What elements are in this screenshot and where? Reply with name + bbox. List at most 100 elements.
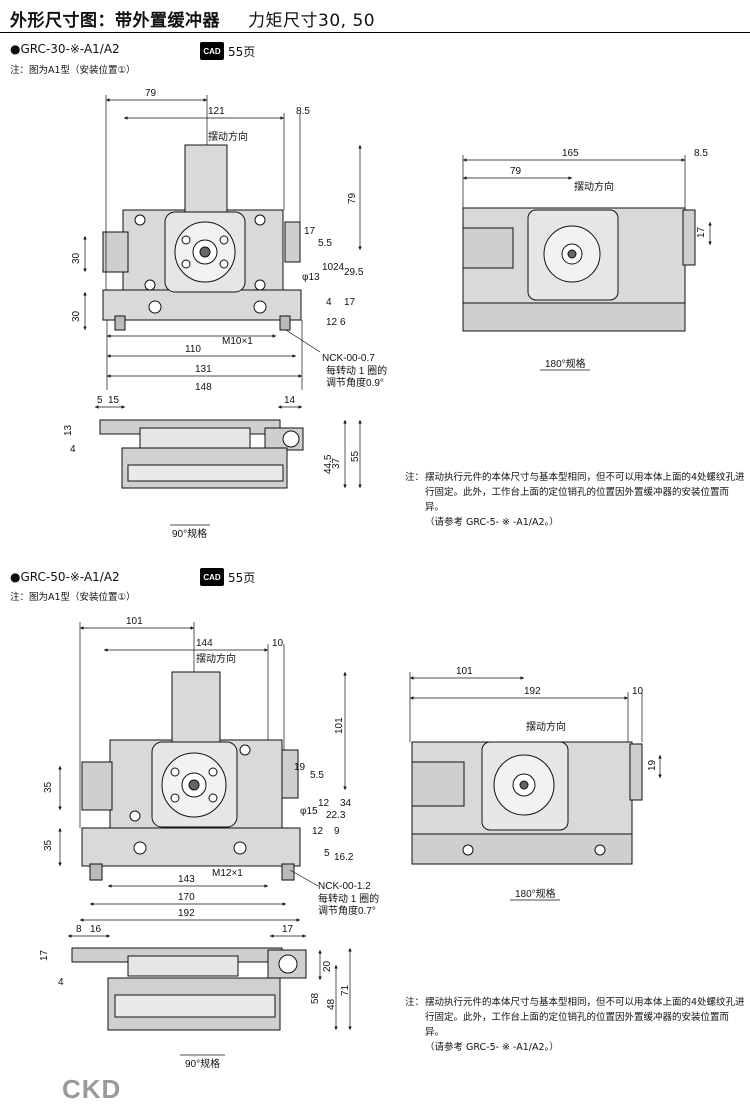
note-text: 摆动执行元件的本体尺寸与基本型相同，但不可以用本体上面的4处螺纹孔进行固定。此外… [425, 472, 745, 513]
side-view-50 [71, 947, 307, 1031]
cad-link-50[interactable]: CAD 55页 [200, 568, 255, 586]
side-view-50-labels: 8 16 17 17 4 20 58 48 71 90°规格 [39, 924, 351, 1070]
dim-label: 19 [294, 762, 306, 773]
dim-label: 110 [185, 344, 201, 355]
swing-label: 摆动方向 [526, 720, 566, 733]
dim-label: 17 [282, 924, 294, 935]
note-paragraph-30: 注： 摆动执行元件的本体尺寸与基本型相同，但不可以用本体上面的4处螺纹孔进行固定… [405, 470, 745, 530]
dim-label: 17 [344, 297, 356, 308]
dim-label: M12×1 [212, 868, 243, 879]
dim-label: 101 [126, 616, 143, 627]
dim-label: M10×1 [222, 336, 253, 347]
dim-label: 17 [39, 949, 50, 961]
dim-label: 101 [456, 666, 473, 677]
right-view-30 [462, 207, 696, 332]
right-view-50-labels: 101 192 10 19 摆动方向 180°规格 [456, 666, 658, 900]
dim-label: 58 [310, 992, 321, 1004]
cad-icon: CAD [200, 42, 224, 60]
dim-label: 4 [326, 297, 332, 308]
per-turn-label: 每转动 1 圈的 [318, 892, 379, 905]
dim-label: 13 [63, 424, 74, 436]
front-view-50-dims [58, 622, 347, 922]
dim-label: 55 [350, 450, 361, 462]
front-view-30-dims [83, 95, 362, 390]
swing-label: 摆动方向 [208, 130, 248, 143]
model-label-30: ●GRC-30-※-A1/A2 [10, 42, 120, 56]
dim-label: 22.3 [326, 810, 346, 821]
per-turn-label: 每转动 1 圈的 [326, 364, 387, 377]
side-view-30 [99, 419, 304, 489]
note-paragraph-50: 注： 摆动执行元件的本体尺寸与基本型相同，但不可以用本体上面的4处螺纹孔进行固定… [405, 995, 745, 1055]
dim-label: 17 [696, 226, 707, 238]
dim-label: 12 [326, 317, 338, 328]
dim-label: 19 [647, 759, 658, 771]
dim-label: 16 [90, 924, 102, 935]
right-view-30-dims [462, 155, 712, 371]
swing-label: 摆动方向 [574, 180, 614, 193]
right-view-50-dims [409, 672, 662, 901]
dim-label: 5 [324, 848, 330, 859]
dim-label: 10 [632, 686, 644, 697]
dim-label: 4 [58, 977, 64, 988]
dim-label: 192 [524, 686, 541, 697]
side-view-50-dims [68, 934, 352, 1056]
dim-label: 12 [312, 826, 324, 837]
dim-label: 35 [43, 781, 54, 793]
page-subtitle: 力矩尺寸30, 50 [248, 11, 376, 31]
model-label-50: ●GRC-50-※-A1/A2 [10, 570, 120, 584]
side-view-30-labels: 5 15 14 13 4 44.5 37 55 90°规格 [63, 395, 361, 540]
dim-label: 29.5 [344, 267, 364, 278]
header-rule [0, 32, 750, 33]
nck-label: NCK-00-1.2 [318, 881, 371, 892]
front-view-30 [102, 144, 302, 331]
dim-label: 8.5 [694, 148, 708, 159]
note-ref: （请参考 GRC-5- ※ -A1/A2。） [425, 517, 559, 528]
dim-label: 4 [70, 444, 76, 455]
dim-label: 143 [178, 874, 195, 885]
dim-label: 44.5 [323, 454, 334, 474]
label-180: 180°规格 [545, 357, 586, 370]
cad-link-30[interactable]: CAD 55页 [200, 42, 255, 60]
dim-label: 10 [272, 638, 284, 649]
dim-label: 79 [510, 166, 522, 177]
dim-label: 5.5 [310, 770, 324, 781]
side-view-30-dims [95, 405, 362, 526]
dim-label: φ13 [302, 272, 320, 283]
note-ref: （请参考 GRC-5- ※ -A1/A2。） [425, 1042, 559, 1053]
label-180: 180°规格 [515, 887, 556, 900]
dim-label: 12 [318, 798, 330, 809]
page-title: 外形尺寸图：带外置缓冲器 [10, 11, 220, 31]
nck-label: NCK-00-0.7 [322, 353, 375, 364]
dim-label: 37 [331, 457, 342, 469]
cad-icon: CAD [200, 568, 224, 586]
dim-label: 8 [76, 924, 82, 935]
dim-label: 101 [334, 717, 345, 734]
dim-label: 192 [178, 908, 195, 919]
dim-label: 9 [334, 826, 340, 837]
dim-label: 16.2 [334, 852, 354, 863]
dim-label: 165 [562, 148, 579, 159]
swing-label: 摆动方向 [196, 652, 236, 665]
dim-label: 71 [340, 984, 351, 996]
dim-label: 131 [195, 364, 212, 375]
front-view-50 [81, 671, 301, 881]
dim-label: 24 [333, 262, 345, 273]
dim-label: 34 [340, 798, 352, 809]
note-lead: 注： [405, 997, 425, 1008]
dim-label: 48 [326, 998, 337, 1010]
dim-label: 20 [322, 960, 333, 972]
right-view-30-labels: 165 79 8.5 17 摆动方向 180°规格 [510, 148, 708, 370]
dim-label: 35 [43, 839, 54, 851]
install-note-30: 注：图为A1型（安装位置①） [10, 65, 136, 76]
label-90: 90°规格 [185, 1057, 220, 1070]
dim-label: 79 [145, 88, 157, 99]
adj-label: 调节角度0.7° [318, 904, 376, 917]
dim-label: 14 [284, 395, 296, 406]
label-90: 90°规格 [172, 527, 207, 540]
dim-label: 148 [195, 382, 212, 393]
install-note-50: 注：图为A1型（安装位置①） [10, 592, 136, 603]
front-view-30-labels: 79 121 8.5 79 摆动方向 30 30 17 5.5 φ13 10 2… [71, 88, 387, 393]
dim-label: 79 [347, 192, 358, 204]
dim-label: 15 [108, 395, 120, 406]
